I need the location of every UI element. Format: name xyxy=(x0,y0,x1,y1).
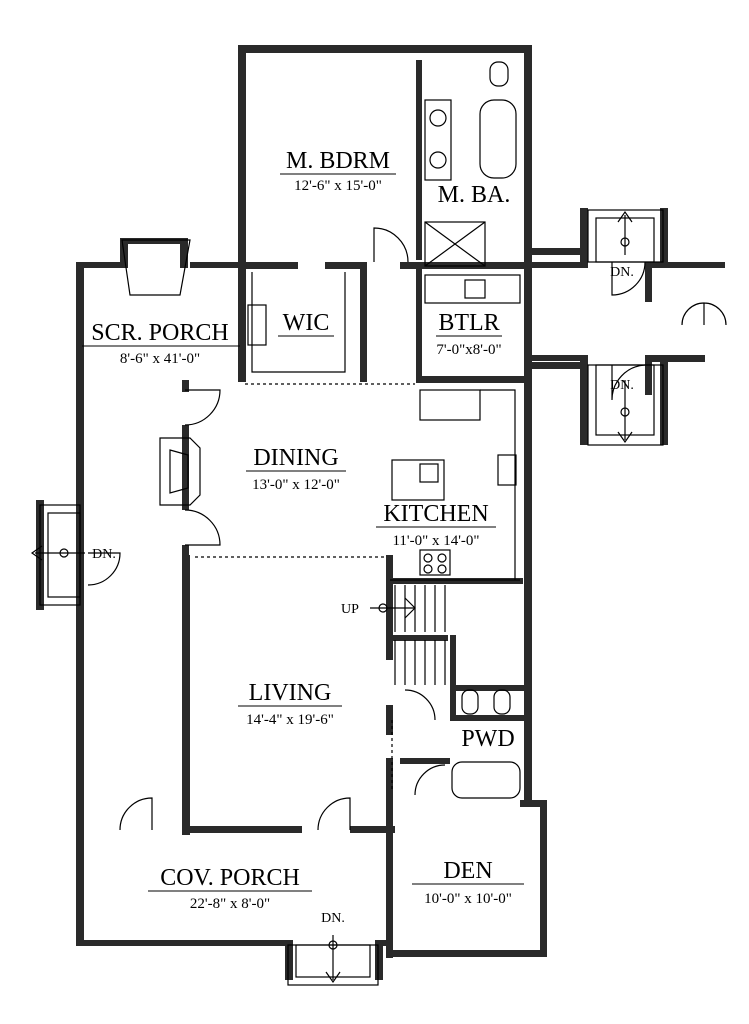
wall xyxy=(76,262,122,268)
stair-label-down: DN. xyxy=(610,265,634,280)
wall xyxy=(540,800,547,957)
stair-label-up: UP xyxy=(341,602,359,617)
wall xyxy=(182,555,190,835)
wall xyxy=(182,545,189,557)
room-size-screened-porch: 8'-6" x 41'-0" xyxy=(120,351,200,367)
wall xyxy=(180,238,188,268)
wall xyxy=(350,826,395,833)
fireplace-icon xyxy=(159,437,201,506)
wall xyxy=(360,262,367,382)
wall xyxy=(528,248,588,255)
room-name-den: DEN xyxy=(443,858,492,884)
stair-label-down: DN. xyxy=(92,547,116,562)
wall xyxy=(450,685,525,691)
wall xyxy=(528,262,588,268)
wall xyxy=(238,45,246,275)
wall xyxy=(386,950,546,957)
wall xyxy=(388,578,523,584)
wall xyxy=(645,355,705,362)
fireplace-icon xyxy=(121,239,191,296)
wall xyxy=(528,355,588,361)
room-size-dining: 13'-0" x 12'-0" xyxy=(252,477,340,493)
stair-label-down: DN. xyxy=(321,911,345,926)
room-size-butler: 7'-0"x8'-0" xyxy=(436,342,501,358)
toilet-icon xyxy=(461,689,479,715)
room-name-covered-porch: COV. PORCH xyxy=(160,865,300,891)
wall xyxy=(375,940,383,980)
bathtub-icon xyxy=(479,99,517,179)
wall xyxy=(238,262,246,382)
room-name-screened-porch: SCR. PORCH xyxy=(91,320,228,346)
wall xyxy=(416,376,530,383)
wall xyxy=(645,355,652,395)
wall xyxy=(190,262,240,268)
wall xyxy=(450,635,456,715)
wall xyxy=(400,758,450,764)
fixtures xyxy=(30,61,727,986)
island xyxy=(391,459,445,501)
wall xyxy=(76,940,288,946)
wall xyxy=(450,715,525,721)
wall xyxy=(528,362,588,369)
room-size-covered-porch: 22'-8" x 8'-0" xyxy=(190,896,270,912)
stair-label-down: DN. xyxy=(610,378,634,393)
room-size-kitchen: 11'-0" x 14'-0" xyxy=(392,533,479,549)
wall xyxy=(386,758,393,958)
room-name-dining: DINING xyxy=(253,445,338,471)
wall xyxy=(524,45,532,805)
shower-icon xyxy=(424,221,486,267)
vanity-icon xyxy=(424,99,452,181)
room-name-wic: WIC xyxy=(283,310,330,336)
wall xyxy=(416,262,422,382)
wall xyxy=(645,262,725,268)
wall xyxy=(182,380,189,392)
wall xyxy=(182,425,189,510)
room-name-master-bath: M. BA. xyxy=(438,182,511,208)
room-labels: M. BDRM 12'-6" x 15'-0" M. BA. WIC SCR. … xyxy=(82,148,634,926)
wall xyxy=(285,940,293,980)
toilet-icon xyxy=(493,689,511,715)
room-size-master-bedroom: 12'-6" x 15'-0" xyxy=(294,178,382,194)
room-name-butler: BTLR xyxy=(438,310,499,336)
wall xyxy=(580,208,588,262)
sink-icon xyxy=(429,151,447,169)
range-icon xyxy=(419,549,451,576)
bathtub-icon xyxy=(451,761,521,799)
wall xyxy=(660,360,668,445)
wall xyxy=(580,360,588,445)
wall xyxy=(182,826,302,833)
room-name-master-bedroom: M. BDRM xyxy=(286,148,390,174)
wall xyxy=(76,826,84,946)
wall xyxy=(660,208,668,262)
wall xyxy=(388,635,448,641)
wall xyxy=(120,238,188,244)
wall xyxy=(378,940,390,946)
room-name-kitchen: KITCHEN xyxy=(383,501,488,527)
wall xyxy=(520,800,547,807)
room-size-living: 14'-4" x 19'-6" xyxy=(246,712,334,728)
wall xyxy=(416,60,422,260)
wall xyxy=(238,262,298,269)
walls xyxy=(36,45,725,980)
room-name-powder: PWD xyxy=(461,726,514,752)
wall xyxy=(645,262,652,302)
room-name-living: LIVING xyxy=(249,680,332,706)
wall xyxy=(386,705,393,735)
sink-icon xyxy=(419,463,439,483)
toilet-icon xyxy=(489,61,509,87)
room-size-den: 10'-0" x 10'-0" xyxy=(424,891,512,907)
wall xyxy=(238,45,530,53)
sink-icon xyxy=(429,109,447,127)
wall xyxy=(325,262,365,269)
kitchen-sink-icon xyxy=(497,454,517,486)
